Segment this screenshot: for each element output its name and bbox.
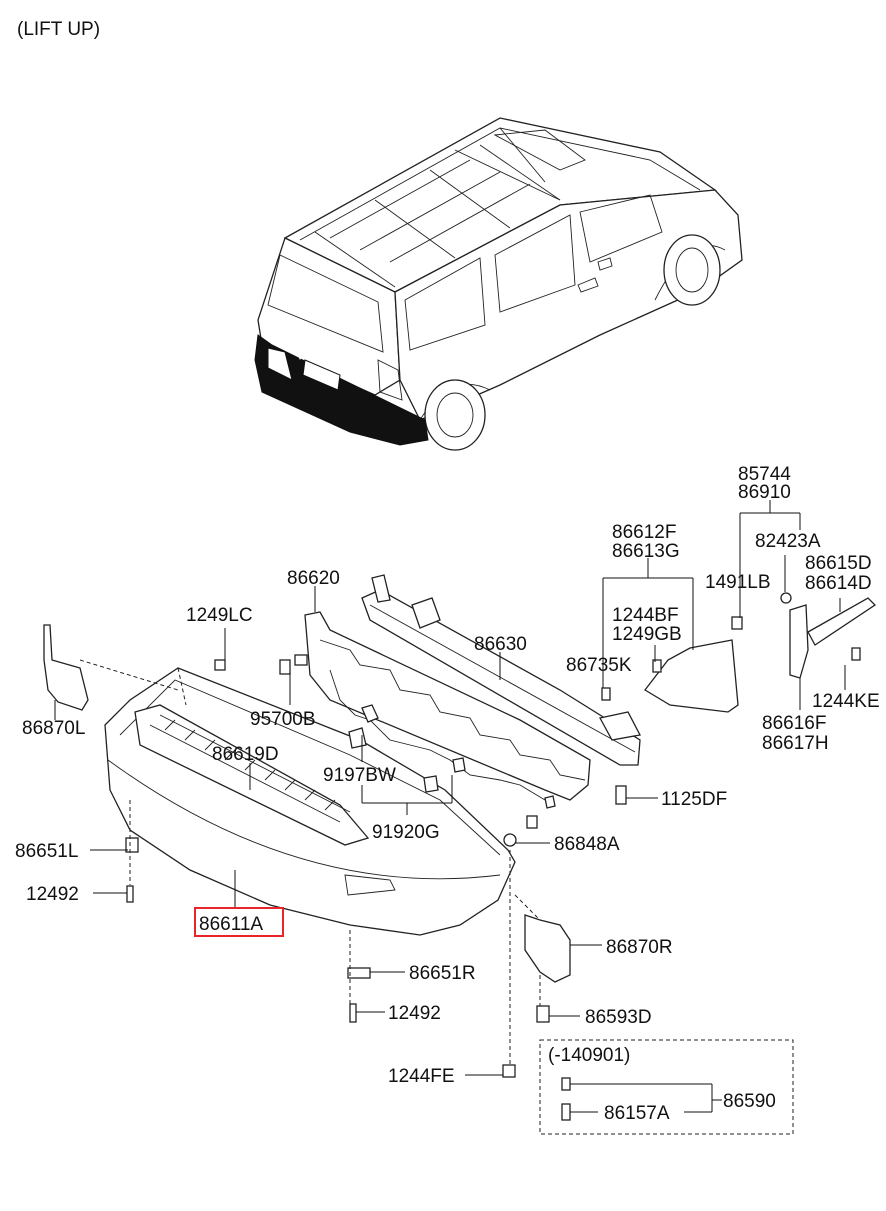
callout-9197bw: 9197BW [323,765,396,786]
callout-86615d: 86615D [805,553,872,574]
callout-86735k: 86735K [566,655,632,676]
back-beam [361,574,641,766]
vehicle-illustration [254,117,743,451]
callout-91920g: 91920G [372,822,440,843]
callout-1244ke: 1244KE [812,691,880,712]
callout-86614d: 86614D [805,573,872,594]
callout-12492-bottom: 12492 [388,1003,441,1024]
callout-1491lb: 1491LB [705,572,771,593]
callout-86870l: 86870L [22,718,85,739]
callout-86619d: 86619D [212,744,279,765]
callout-86848a: 86848A [554,834,620,855]
variant-box [539,1039,794,1135]
callout-86630: 86630 [474,634,527,655]
callout-86616f: 86616F [762,713,826,734]
callout-1244fe: 1244FE [388,1066,455,1087]
callout-1249gb: 1249GB [612,624,682,645]
callout-86612f: 86612F [612,522,676,543]
callout-82423a: 82423A [755,531,821,552]
energy-absorber [304,611,591,801]
callout-86157a: 86157A [604,1103,670,1124]
leader-lines [54,500,846,1113]
callout-labels: 85744 86910 86612F 86613G 82423A 86615D … [15,464,880,1124]
callout-86651r: 86651R [409,963,476,984]
callout-86910: 86910 [738,482,791,503]
callout-86611a: 86611A [199,914,263,935]
callout-12492-left: 12492 [26,884,79,905]
callout-86593d: 86593D [585,1007,652,1028]
callout-86620: 86620 [287,568,340,589]
callout-1125df: 1125DF [661,789,727,810]
callout-86590: 86590 [723,1091,776,1112]
small-parts [43,592,877,1121]
callout-95700b: 95700B [250,709,316,730]
highlight-box [194,907,284,937]
callout-86613g: 86613G [612,541,680,562]
view-label: (LIFT UP) [17,19,100,40]
callout-85744: 85744 [738,464,791,485]
callout-variant-140901: (-140901) [548,1045,630,1066]
callout-86870r: 86870R [606,937,673,958]
callout-86617h: 86617H [762,733,829,754]
callout-1244bf: 1244BF [612,605,679,626]
callout-86651l: 86651L [15,841,78,862]
callout-1249lc: 1249LC [186,605,253,626]
